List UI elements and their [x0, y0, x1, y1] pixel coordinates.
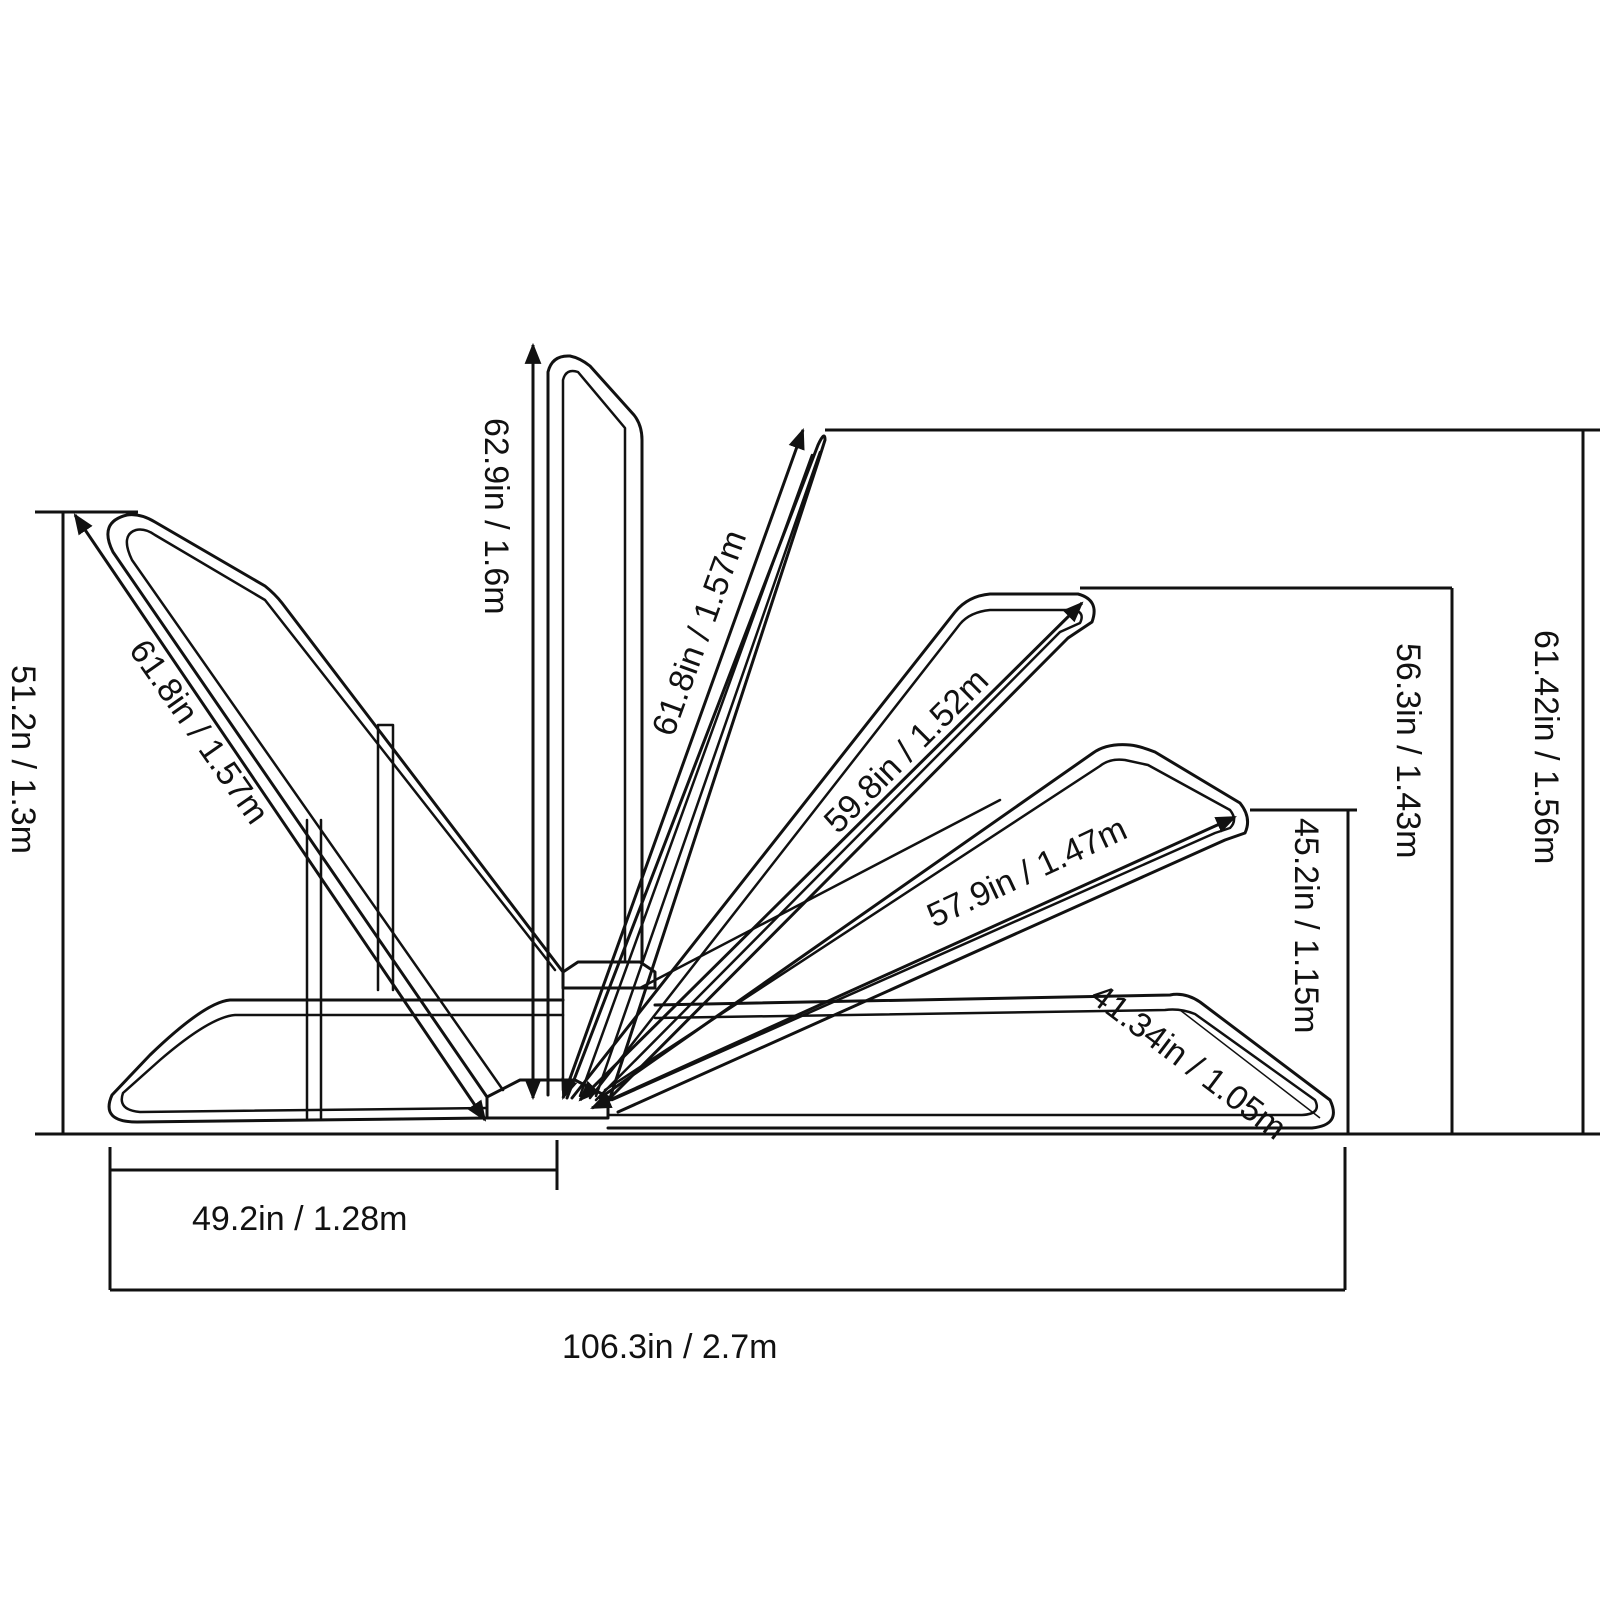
label-height-total: 61.42in / 1.56m	[1527, 630, 1565, 864]
label-total-width: 106.3in / 2.7m	[562, 1328, 777, 1366]
arrow-left-arm	[73, 513, 487, 1122]
label-height-left: 51.2n / 1.3m	[4, 665, 42, 854]
arm-bottom-left	[107, 998, 565, 1124]
dimension-lines	[35, 428, 1600, 1292]
arm-vertical	[546, 354, 644, 1097]
label-height-mid: 56.3in / 1.43m	[1389, 643, 1427, 858]
label-height-low: 45.2in / 1.15m	[1287, 818, 1325, 1033]
arrow-low-arm	[590, 815, 1237, 1110]
dimension-arrows	[73, 342, 1237, 1122]
arrow-mid-arm	[578, 601, 1084, 1102]
label-vertical-arm: 62.9in / 1.6m	[477, 418, 515, 615]
label-half-width: 49.2in / 1.28m	[192, 1200, 407, 1238]
